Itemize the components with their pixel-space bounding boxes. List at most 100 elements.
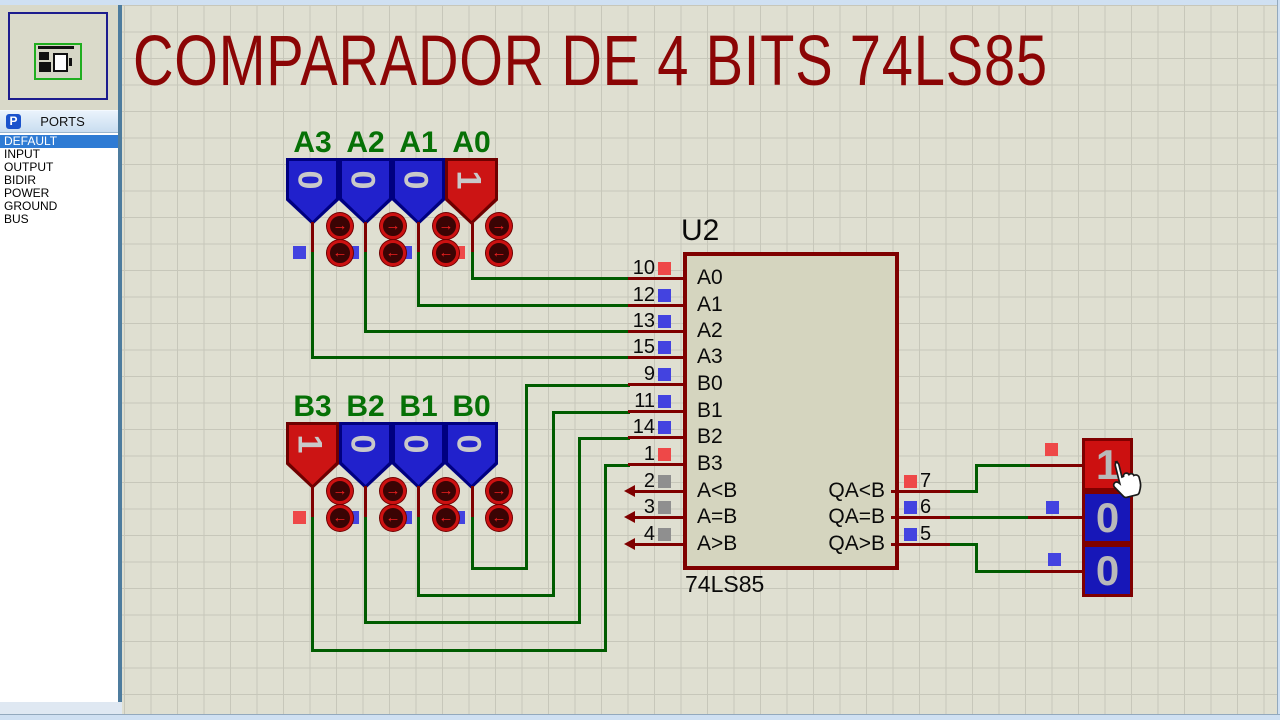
toggle-label-b2: B2	[346, 390, 385, 423]
probe-value: 0	[1095, 547, 1120, 594]
wire-segment	[311, 222, 314, 252]
pin-name: B3	[697, 452, 723, 475]
toggle-value: 1	[449, 170, 488, 190]
pin-number: 12	[632, 284, 655, 306]
wire-segment	[552, 411, 555, 597]
pin-name: A<B	[697, 479, 738, 502]
wire-segment	[417, 252, 420, 307]
port-item-input[interactable]: INPUT	[4, 147, 40, 161]
toggle-up-button[interactable]: →	[486, 478, 512, 504]
logicstate-b3[interactable]: 1	[286, 422, 339, 489]
toggle-up-button[interactable]: →	[380, 213, 406, 239]
pin-stub	[628, 330, 685, 333]
toggle-value: 0	[343, 434, 382, 454]
pin-stub	[633, 543, 685, 546]
probe-value: 1	[1095, 441, 1120, 488]
toggle-down-button[interactable]: ←	[433, 240, 459, 266]
pin-name: A1	[697, 293, 723, 316]
wire-segment	[525, 384, 528, 570]
toggle-up-button[interactable]: →	[433, 213, 459, 239]
toggle-up-button[interactable]: →	[327, 478, 353, 504]
pin-number: 10	[632, 257, 655, 279]
pin-state-square	[904, 501, 917, 514]
pin-state-square	[904, 528, 917, 541]
port-item-ground[interactable]: GROUND	[4, 199, 58, 213]
pin-state-square	[658, 341, 671, 354]
logicstate-a2[interactable]: 0	[339, 158, 392, 225]
net-state-square	[293, 511, 306, 524]
wire-segment	[1028, 516, 1082, 519]
pin-name: B2	[697, 425, 723, 448]
toggle-up-button[interactable]: →	[327, 213, 353, 239]
wire-segment	[364, 621, 581, 624]
toggle-down-button[interactable]: ←	[486, 505, 512, 531]
toggle-label-a1: A1	[399, 126, 438, 159]
pin-number: 7	[920, 470, 932, 492]
logicstate-a0[interactable]: 1	[445, 158, 498, 225]
logicstate-b2[interactable]: 0	[339, 422, 392, 489]
ports-icon: P	[6, 114, 21, 129]
pin-state-square	[658, 315, 671, 328]
wire-segment	[1030, 464, 1082, 467]
wire-segment	[525, 384, 630, 387]
toggle-down-button[interactable]: ←	[327, 240, 353, 266]
net-state-square	[293, 246, 306, 259]
pin-name: B0	[697, 372, 723, 395]
wire-segment	[975, 570, 1032, 573]
toggle-down-button[interactable]: ←	[327, 505, 353, 531]
toggle-value: 0	[343, 170, 382, 190]
overview-preview-box[interactable]	[8, 12, 108, 100]
wire-segment	[417, 486, 420, 517]
pin-stub	[628, 383, 685, 386]
port-item-output[interactable]: OUTPUT	[4, 160, 54, 174]
logicstate-b0[interactable]: 0	[445, 422, 498, 489]
toggle-down-button[interactable]: ←	[486, 240, 512, 266]
toggle-down-button[interactable]: ←	[433, 505, 459, 531]
port-item-bus[interactable]: BUS	[4, 212, 29, 226]
port-item-default[interactable]: DEFAULT	[0, 135, 118, 148]
wire-segment	[471, 252, 474, 280]
toggle-down-button[interactable]: ←	[380, 240, 406, 266]
logicstate-b1[interactable]: 0	[392, 422, 445, 489]
pin-stub	[628, 410, 685, 413]
wire-segment	[471, 567, 528, 570]
thumb-mark	[38, 46, 74, 49]
thumb-mark	[39, 52, 49, 60]
port-item-bidir[interactable]: BIDIR	[4, 173, 37, 187]
pin-state-square	[658, 528, 671, 541]
net-state-square	[1048, 553, 1061, 566]
toggle-up-button[interactable]: →	[380, 478, 406, 504]
logicstate-a3[interactable]: 0	[286, 158, 339, 225]
pin-name: A=B	[697, 505, 738, 528]
wire-segment	[950, 516, 1030, 519]
pin-stub	[628, 304, 685, 307]
port-item-power[interactable]: POWER	[4, 186, 50, 200]
pin-number: 5	[920, 523, 932, 545]
logicprobe-qa-gt-b[interactable]: 0	[1082, 544, 1133, 597]
wire-segment	[552, 411, 630, 414]
chip-part-number: 74LS85	[685, 571, 765, 597]
toggle-value: 0	[449, 434, 488, 454]
object-selector-panel: P PORTS DEFAULT INPUT OUTPUT BIDIR POWER…	[0, 5, 122, 702]
pin-name: QA>B	[828, 532, 885, 555]
logicstate-a1[interactable]: 0	[392, 158, 445, 225]
net-state-square	[1046, 501, 1059, 514]
schematic-overview	[0, 5, 118, 110]
pin-stub	[891, 516, 950, 519]
chip-74ls85[interactable]	[683, 252, 899, 570]
hand-pointer-cursor	[1112, 460, 1142, 499]
open-pin-arrow-icon	[624, 538, 635, 550]
pin-state-square	[658, 368, 671, 381]
net-state-square	[1045, 443, 1058, 456]
toggle-down-button[interactable]: ←	[380, 505, 406, 531]
pin-state-square	[658, 501, 671, 514]
toggle-up-button[interactable]: →	[433, 478, 459, 504]
toggle-up-button[interactable]: →	[486, 213, 512, 239]
thumb-chip	[53, 53, 68, 72]
toggle-value: 0	[290, 170, 329, 190]
wire-segment	[364, 517, 367, 624]
wire-segment	[364, 252, 367, 333]
wire-segment	[578, 437, 581, 624]
logicprobe-qa-eq-b[interactable]: 0	[1082, 491, 1133, 544]
wire-segment	[471, 517, 474, 570]
